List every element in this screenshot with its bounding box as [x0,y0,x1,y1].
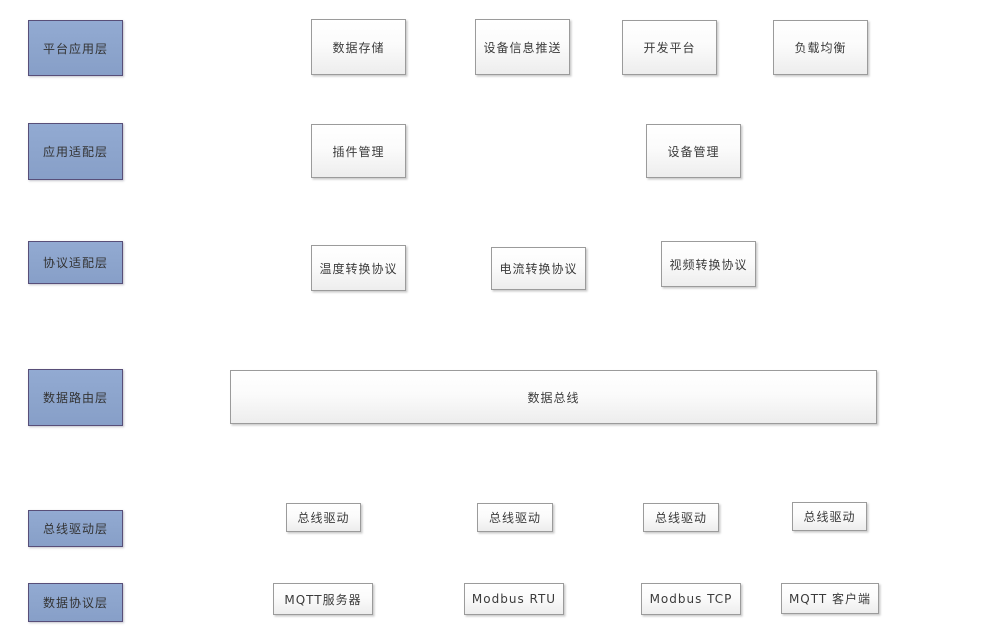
node-modbus-rtu: Modbus RTU [464,583,564,615]
node-data-bus: 数据总线 [230,370,877,424]
node-mqtt-client: MQTT 客户端 [781,583,879,614]
layer-platform-application: 平台应用层 [28,20,123,76]
node-bus-driver-4: 总线驱动 [792,502,867,531]
node-plugin-management: 插件管理 [311,124,406,178]
node-device-management: 设备管理 [646,124,741,178]
node-current-protocol: 电流转换协议 [491,247,586,290]
node-device-info-push: 设备信息推送 [475,19,570,75]
node-temperature-protocol: 温度转换协议 [311,245,406,291]
node-data-storage: 数据存储 [311,19,406,75]
node-load-balancing: 负载均衡 [773,20,868,75]
node-modbus-tcp: Modbus TCP [641,583,741,615]
node-bus-driver-1: 总线驱动 [286,503,361,532]
node-video-protocol: 视频转换协议 [661,241,756,287]
layer-data-routing: 数据路由层 [28,369,123,426]
layer-protocol-adapter: 协议适配层 [28,241,123,284]
layer-application-adapter: 应用适配层 [28,123,123,180]
node-bus-driver-3: 总线驱动 [643,503,719,532]
node-dev-platform: 开发平台 [622,20,717,75]
layer-data-protocol: 数据协议层 [28,583,123,622]
layer-bus-driver: 总线驱动层 [28,510,123,547]
node-mqtt-server: MQTT服务器 [273,583,373,615]
node-bus-driver-2: 总线驱动 [477,503,553,532]
